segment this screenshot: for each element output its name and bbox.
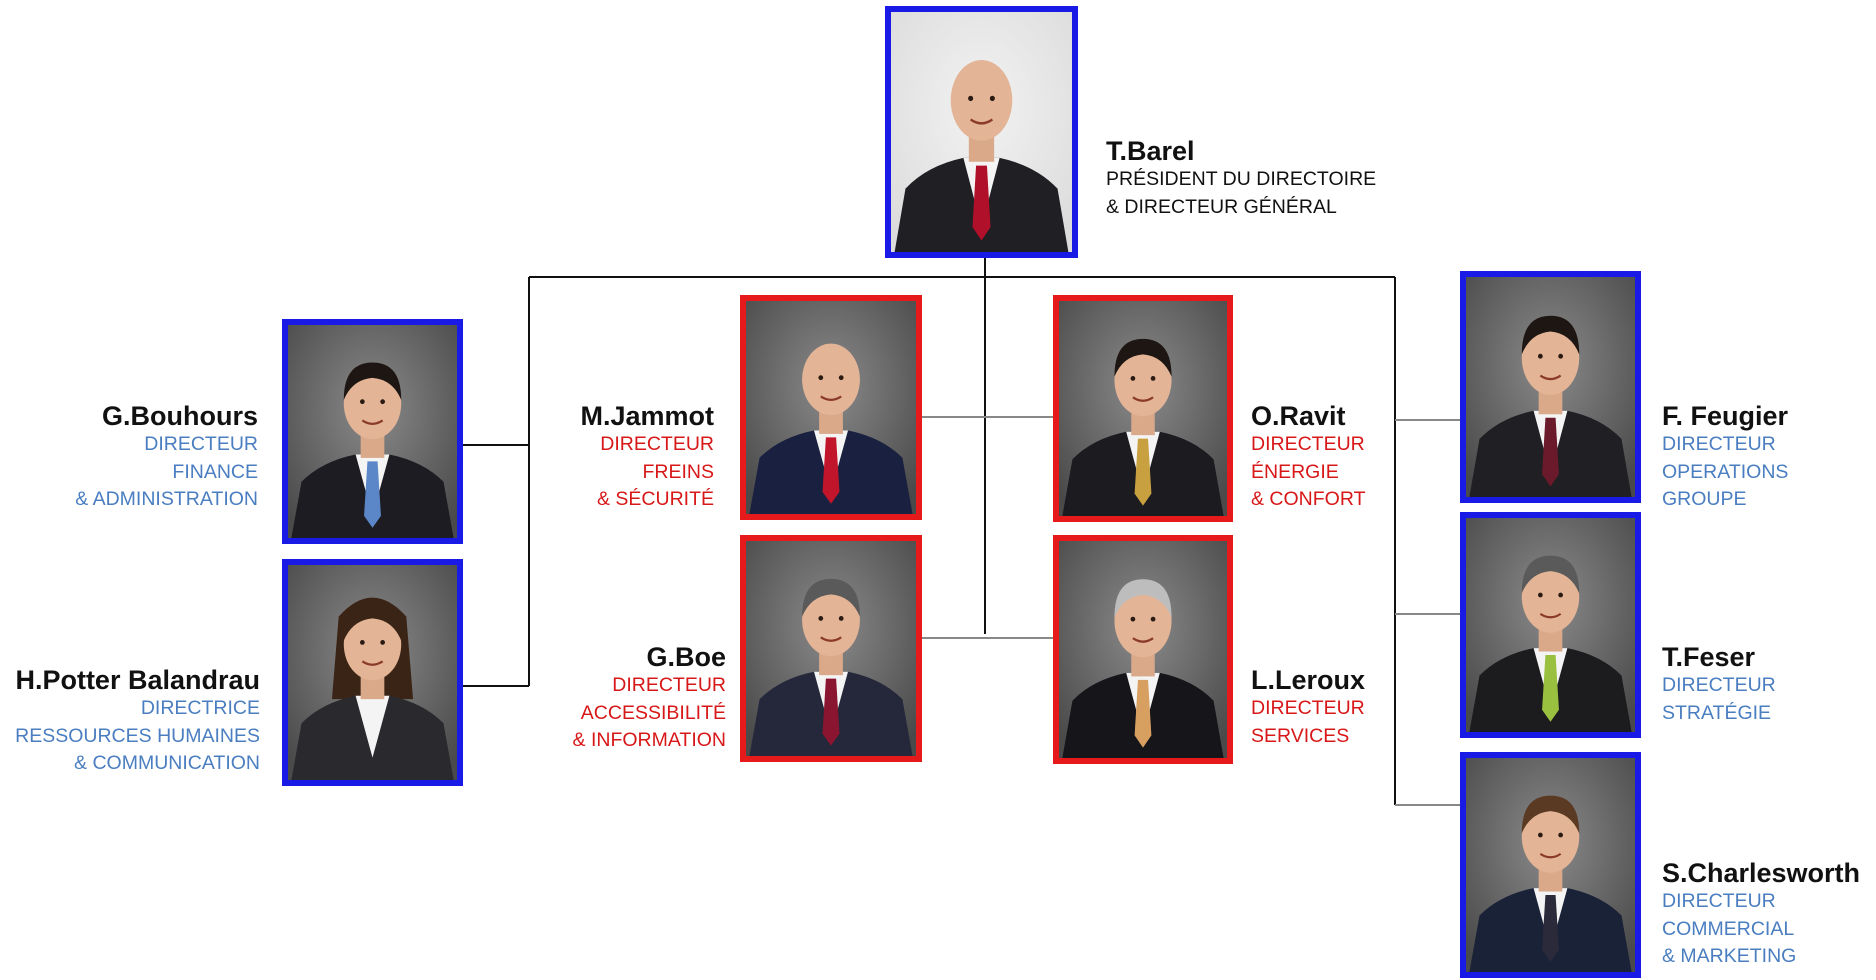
person-title: & COMMUNICATION [74, 752, 260, 774]
person-name: M.Jammot [580, 401, 714, 431]
person-title: DIRECTEUR [612, 674, 726, 696]
photo-t-barel [885, 6, 1078, 258]
portrait-illustration [746, 541, 916, 756]
photo-o-ravit [1053, 295, 1233, 522]
photo-f-feugier [1460, 271, 1641, 503]
photo-l-leroux [1053, 535, 1233, 764]
person-name: O.Ravit [1251, 401, 1346, 431]
person-label-h-potter-balandrau: H.Potter Balandrau DIRECTRICE RESSOURCES… [15, 665, 260, 778]
person-title: COMMERCIAL [1662, 917, 1795, 940]
person-title: & SÉCURITÉ [596, 488, 714, 510]
person-name: F. Feugier [1662, 401, 1789, 431]
person-label-g-bouhours: G.Bouhours DIRECTEUR FINANCE & ADMINISTR… [75, 401, 258, 514]
person-label-f-feugier: F. Feugier DIRECTEUR OPERATIONS GROUPE [1662, 401, 1876, 514]
person-name: L.Leroux [1251, 665, 1366, 695]
person-title: DIRECTEUR [1251, 433, 1365, 455]
person-label-g-boe: G.Boe DIRECTEUR ACCESSIBILITÉ & INFORMAT… [573, 642, 726, 755]
person-name: S.Charlesworth [1662, 858, 1861, 888]
person-title: & CONFORT [1251, 488, 1366, 510]
person-title: OPERATIONS GROUPE [1662, 460, 1789, 511]
person-title: FREINS [642, 460, 714, 483]
portrait-illustration [288, 565, 457, 780]
photo-g-bouhours [282, 319, 463, 544]
portrait-illustration [1059, 541, 1227, 758]
person-label-t-feser: T.Feser DIRECTEUR STRATÉGIE [1662, 642, 1776, 727]
portrait-illustration [1466, 518, 1635, 732]
person-title: & DIRECTEUR GÉNÉRAL [1106, 195, 1337, 218]
photo-g-boe [740, 535, 922, 762]
person-name: G.Boe [646, 642, 726, 672]
person-label-s-charlesworth: S.Charlesworth DIRECTEUR COMMERCIAL & MA… [1662, 858, 1860, 971]
person-label-t-barel: T.Barel PRÉSIDENT DU DIRECTOIRE & DIRECT… [1106, 136, 1376, 221]
person-title: SERVICES [1251, 724, 1350, 747]
person-name: T.Feser [1662, 642, 1756, 672]
portrait-illustration [1466, 277, 1635, 497]
person-title: & ADMINISTRATION [75, 488, 258, 510]
person-title: DIRECTEUR [1662, 890, 1776, 912]
photo-h-potter-balandrau [282, 559, 463, 786]
person-title: & MARKETING [1662, 945, 1797, 967]
person-label-o-ravit: O.Ravit DIRECTEUR ÉNERGIE & CONFORT [1251, 401, 1365, 514]
person-name: T.Barel [1106, 136, 1195, 166]
person-title: DIRECTEUR [144, 433, 258, 455]
person-title: ACCESSIBILITÉ [580, 701, 726, 724]
person-title: DIRECTEUR [600, 433, 714, 455]
person-title: & INFORMATION [572, 729, 726, 751]
person-title: STRATÉGIE [1662, 701, 1772, 724]
person-title: RESSOURCES HUMAINES [15, 724, 260, 747]
person-title: FINANCE [172, 460, 258, 483]
person-title: DIRECTEUR [1251, 697, 1365, 719]
photo-t-feser [1460, 512, 1641, 738]
person-label-m-jammot: M.Jammot DIRECTEUR FREINS & SÉCURITÉ [580, 401, 714, 514]
person-title: PRÉSIDENT DU DIRECTOIRE [1106, 168, 1377, 190]
portrait-illustration [288, 325, 457, 538]
portrait-illustration [891, 12, 1072, 252]
person-title: DIRECTEUR [1662, 433, 1776, 455]
portrait-illustration [1466, 758, 1635, 972]
person-title: DIRECTRICE [140, 697, 260, 719]
person-name: H.Potter Balandrau [15, 665, 260, 695]
person-title: DIRECTEUR [1662, 674, 1776, 696]
photo-m-jammot [740, 295, 922, 520]
portrait-illustration [1059, 301, 1227, 516]
photo-s-charlesworth [1460, 752, 1641, 978]
person-label-l-leroux: L.Leroux DIRECTEUR SERVICES [1251, 665, 1365, 750]
portrait-illustration [746, 301, 916, 514]
person-name: G.Bouhours [102, 401, 258, 431]
person-title: ÉNERGIE [1251, 460, 1339, 483]
